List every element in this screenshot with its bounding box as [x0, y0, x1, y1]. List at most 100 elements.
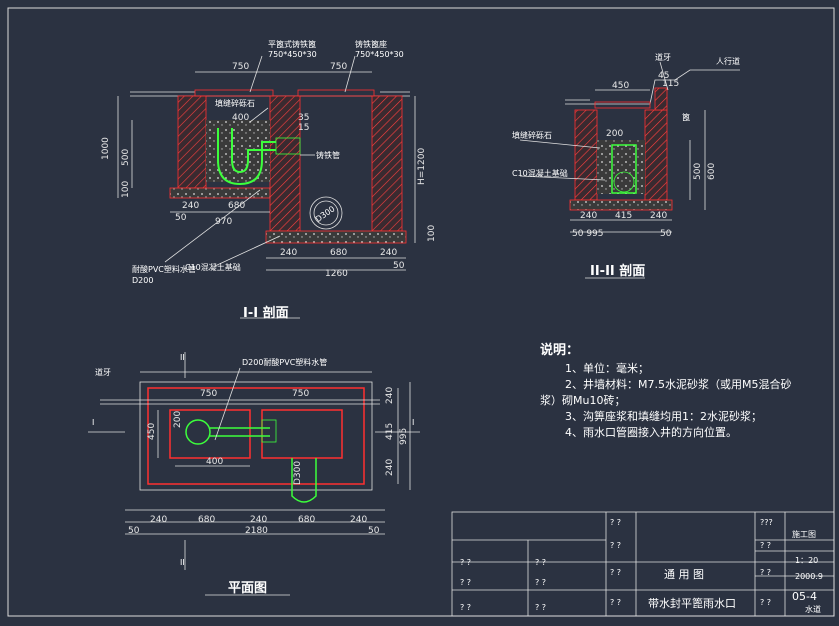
height-dim: H=1200	[417, 148, 427, 185]
cover-size: 750*450*30	[268, 50, 317, 59]
c10-label: C10混凝土基础	[185, 262, 241, 272]
s2-bottom-240-a: 240	[580, 211, 597, 221]
s2-dim-200: 200	[606, 129, 623, 139]
date: 2000.9	[795, 572, 823, 581]
plan-chamber-left	[169, 409, 251, 459]
left-dim-100: 100	[121, 181, 131, 198]
round-pipe-label: D300	[314, 204, 337, 224]
pipe-label: 铸铁管	[316, 150, 340, 160]
drawing-name: 带水封平篦雨水口	[648, 596, 736, 610]
svg-text:? ?: ? ?	[535, 578, 546, 587]
plan-top-750-a: 750	[200, 389, 217, 399]
bottom-inner-680: 680	[228, 201, 245, 211]
s2-c10-label: C10混凝土基础	[512, 168, 568, 178]
inner-dim-35: 35	[298, 113, 309, 123]
s2-bottom-415: 415	[615, 211, 632, 221]
cover-label-2: 铸铁篦座	[355, 39, 387, 49]
svg-text:? ?: ? ?	[460, 578, 471, 587]
s2-total: 50 995	[572, 229, 604, 239]
svg-text:? ?: ? ?	[760, 598, 771, 607]
top-dim-1: 750	[232, 62, 249, 72]
section-2-2	[519, 61, 740, 279]
note-line-5: 4、雨水口管圈接入井的方向位置。	[565, 425, 737, 439]
bottom-outer-240-a: 240	[280, 248, 297, 258]
total-1260: 1260	[325, 269, 348, 279]
s2-grate	[594, 101, 651, 109]
outlet-pipe	[309, 196, 343, 230]
plan-right-995: 995	[399, 428, 409, 445]
note-line-2: 2、井墙材料：M7.5水泥砂浆（或用M5混合砂	[565, 377, 791, 391]
title-block	[451, 511, 835, 617]
middle-wall	[269, 95, 301, 232]
plan-total: 2180	[245, 526, 268, 536]
section-2-2-text: 450 45 115 人行道 道牙 篦 200 填缝碎砾石 C10混凝土基础 5…	[512, 52, 740, 279]
plan-chamber-right	[261, 409, 343, 459]
s2-dim-600: 600	[707, 163, 717, 180]
plan-curb-label: 道牙	[95, 367, 111, 377]
note-line-1: 1、单位：毫米；	[565, 361, 649, 375]
notes-heading: 说明：	[540, 342, 579, 358]
scale: 1：20	[795, 556, 818, 565]
bottom-inner-50: 50	[175, 213, 187, 223]
cover-size-2: 750*450*30	[355, 50, 404, 59]
top-dim-2: 750	[330, 62, 347, 72]
right-wall	[371, 95, 403, 232]
note-line-4: 3、沟箅座浆和填缝均用1：2水泥砂浆；	[565, 409, 762, 423]
inner-dim-400: 400	[232, 113, 249, 123]
section-1-1-title: I-I 剖面	[243, 305, 289, 321]
s2-dim-500: 500	[693, 163, 703, 180]
trap-pipe	[217, 128, 276, 186]
base-slab-left	[169, 187, 271, 199]
category: 水道	[805, 604, 821, 614]
svg-text:? ?: ? ?	[610, 541, 621, 550]
s2-pipe	[611, 144, 637, 194]
grate-2	[297, 89, 375, 97]
s2-curb	[654, 87, 668, 111]
upvc-label: 耐酸PVC塑料水管	[132, 264, 196, 274]
plan-dim-400: 400	[206, 457, 223, 467]
plan-marker-left: I	[92, 418, 94, 427]
plan-marker-right: I	[412, 418, 414, 427]
svg-text:???: ???	[760, 518, 773, 527]
bottom-inner-240: 240	[182, 201, 199, 211]
title-block-text: 通 用 图 带水封平篦雨水口 施工图 1：20 2000.9 05-4 水道 ?…	[460, 518, 823, 614]
svg-text:? ?: ? ?	[610, 568, 621, 577]
plan-bottom-240-a: 240	[150, 515, 167, 525]
s2-gravel	[597, 140, 645, 194]
section-2-2-title: II-II 剖面	[590, 263, 645, 279]
s2-dim-115: 115	[662, 79, 679, 89]
plan-b50-b: 50	[368, 526, 380, 536]
d200-label: D200	[132, 276, 153, 285]
plan-wall-outer	[147, 387, 365, 485]
svg-text:? ?: ? ?	[610, 598, 621, 607]
s2-right-wall	[644, 109, 668, 201]
inner-dim-15: 15	[298, 123, 309, 133]
plan-bottom-680-b: 680	[298, 515, 315, 525]
plan-dim-450: 450	[147, 423, 157, 440]
svg-text:? ?: ? ?	[760, 541, 771, 550]
plan-view	[88, 352, 420, 596]
notes: 说明： 1、单位：毫米； 2、井墙材料：M7.5水泥砂浆（或用M5混合砂 浆）砌…	[540, 342, 791, 439]
plan-right-415: 415	[385, 423, 395, 440]
plan-pipe-label: D200耐酸PVC塑料水管	[242, 357, 327, 367]
plan-right-240-b: 240	[385, 459, 395, 476]
section-1-1-text: 平篦式铸铁篦 750*450*30 铸铁篦座 750*450*30 750 75…	[101, 39, 437, 321]
stage: 施工图	[792, 529, 816, 539]
left-wall	[177, 95, 207, 189]
plan-round: D300	[293, 461, 303, 485]
s2-top-dim: 450	[612, 81, 629, 91]
s2-bottom-50: 50	[660, 229, 672, 239]
base-slab-main	[265, 230, 407, 244]
plan-title: 平面图	[228, 581, 267, 596]
s2-dim-45: 45	[658, 71, 669, 81]
bottom-outer-50: 50	[393, 261, 405, 271]
left-dim-1000: 1000	[101, 137, 111, 160]
plan-bottom-240-c: 240	[350, 515, 367, 525]
svg-text:? ?: ? ?	[460, 558, 471, 567]
grate-1	[194, 89, 274, 97]
note-line-3: 浆）砌Mu10砖；	[540, 393, 625, 407]
plan-bottom-240-b: 240	[250, 515, 267, 525]
dim-970: 970	[215, 217, 232, 227]
